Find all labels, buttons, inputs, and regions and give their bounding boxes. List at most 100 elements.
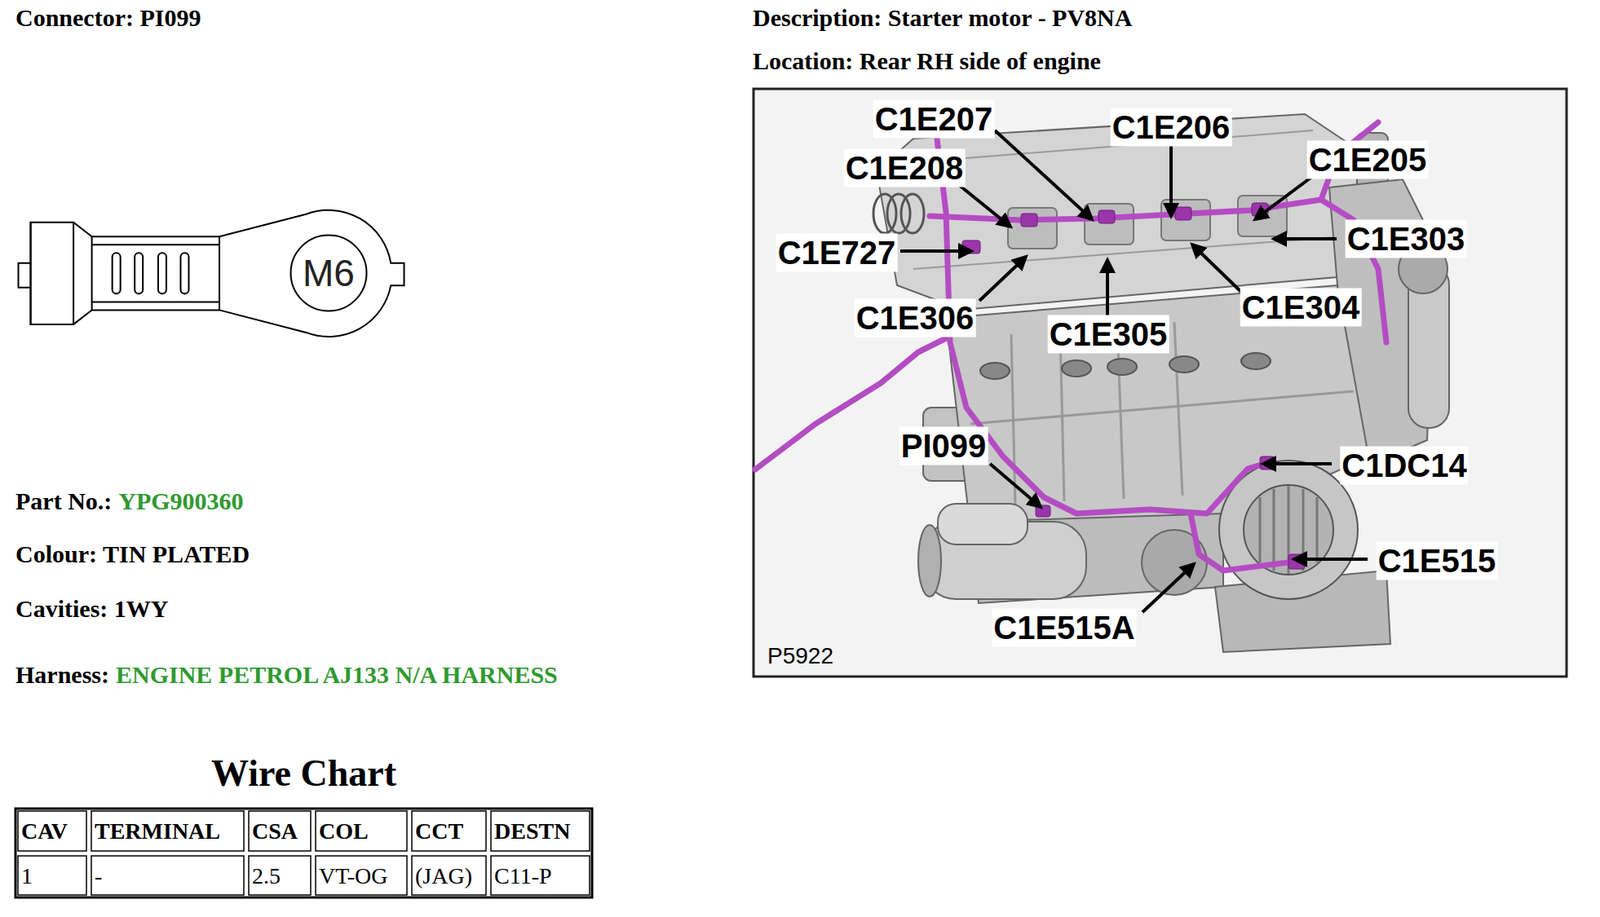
callout-label: PI099: [899, 427, 989, 466]
callout-label: C1E205: [1307, 141, 1429, 180]
callout-label: C1E207: [873, 100, 995, 139]
wire-table-grid: [17, 856, 87, 896]
figure-number: P5922: [765, 643, 836, 670]
wire-table-grid: [15, 808, 593, 898]
leader-arrow: [1255, 173, 1317, 220]
table-cell: VT-OG: [318, 863, 389, 890]
table-header-cell: COL: [318, 818, 369, 845]
cavities-text: Cavities: 1WY: [15, 595, 168, 624]
table-header-cell: TERMINAL: [94, 818, 221, 845]
ring-terminal: [134, 252, 143, 294]
callout-label: C1E515: [1376, 542, 1499, 581]
table-header-cell: DESTN: [494, 818, 571, 845]
engine-drawing: [887, 194, 911, 234]
ring-terminal: [158, 252, 167, 294]
table-heading: Wire Chart: [15, 751, 593, 796]
leader-arrow: [1192, 244, 1243, 294]
engine-drawing: [980, 353, 1271, 380]
harness-connector: [1098, 210, 1115, 224]
engine-drawing: [1161, 199, 1211, 241]
harness-connector: [962, 203, 1305, 570]
table-header-cell: CSA: [251, 818, 298, 845]
wire-table-grid: [17, 811, 87, 852]
callout-label: C1E208: [844, 149, 966, 188]
leader-arrow: [1142, 564, 1194, 613]
field-name: Part No.:: [15, 487, 112, 516]
harness-connector: [1020, 213, 1038, 227]
wiring-harness: [755, 112, 1387, 571]
engine-drawing: [1084, 203, 1134, 245]
engine-drawing: [970, 391, 1354, 425]
leader-arrow: [959, 185, 1011, 227]
connector-heading: Connector: PI099: [15, 4, 201, 32]
illustration-frame: [753, 88, 1567, 677]
engine-drawing: [1107, 358, 1137, 376]
table-cell: C11-P: [494, 863, 553, 890]
engine-drawing: [1241, 353, 1271, 370]
ring-terminal: [30, 222, 32, 325]
wire-table-grid: [15, 808, 593, 898]
ring-terminal: [72, 222, 75, 325]
table-cell: -: [94, 863, 102, 890]
ring-terminal: [112, 252, 121, 294]
wire-table-grid: [490, 856, 590, 896]
callout-label: C1E303: [1345, 220, 1468, 259]
callout-label: C1E304: [1240, 288, 1362, 328]
ring-terminal: [18, 263, 31, 288]
leader-arrow: [1273, 237, 1337, 241]
engine-drawing: [1174, 322, 1183, 496]
harness-connector: [1175, 207, 1192, 221]
leader-arrow: [990, 464, 1041, 508]
callout-label: C1E206: [1110, 108, 1233, 147]
harness-connector: [1035, 505, 1051, 518]
harness-connector: [1288, 554, 1305, 570]
stud-circle: M6: [289, 234, 368, 313]
engine-drawing: [1272, 489, 1276, 571]
engine-drawing: [1061, 360, 1092, 377]
callout-label: C1DC14: [1339, 446, 1468, 486]
leader-arrow: [1105, 260, 1110, 317]
engine-drawing: [937, 503, 1028, 545]
wire-table-grid: [315, 811, 407, 852]
leader-arrow: [1169, 145, 1173, 217]
engine-drawing: [980, 362, 1010, 380]
table-cell: (JAG): [415, 863, 473, 890]
ring-terminal: [180, 252, 189, 294]
table-cell: 1: [21, 863, 33, 890]
engine-drawing: [901, 194, 924, 234]
engine-drawing: [1007, 207, 1057, 249]
leader-arrow: [994, 130, 1092, 220]
wire-table-grid: [411, 811, 487, 852]
table-header-cell: CAV: [21, 818, 68, 845]
callout-label: C1E515A: [991, 609, 1136, 648]
leader-arrow: [1294, 557, 1368, 562]
callout-label: C1E727: [776, 234, 898, 273]
callout-label: C1E305: [1047, 315, 1170, 354]
harness-name: ENGINE PETROL AJ133 N/A HARNESS: [115, 661, 558, 690]
engine-drawing: [1316, 497, 1319, 563]
part-number: YPG900360: [118, 487, 244, 516]
wiring-harness: [1190, 513, 1289, 571]
engine-drawing: [873, 194, 897, 234]
wire-table-grid: [315, 856, 407, 896]
callout-label: C1E306: [854, 299, 977, 338]
leader-arrow: [979, 256, 1026, 301]
table-cell: 2.5: [251, 863, 281, 890]
wire-table-grid: [91, 811, 244, 852]
leader-arrow: [900, 249, 972, 253]
engine-drawing: [905, 130, 1346, 270]
ring-terminal: [18, 210, 405, 337]
ring-terminal: [30, 210, 405, 337]
table-header-cell: CCT: [415, 818, 464, 845]
leader-arrow: [900, 130, 1368, 613]
wire-table-grid: [248, 856, 311, 896]
description-text: Description: Starter motor - PV8NA: [752, 4, 1132, 32]
wire-table-grid: [248, 811, 311, 852]
stud-size: M6: [302, 254, 355, 292]
leader-arrow: [1263, 462, 1332, 466]
wire-table-grid: [490, 811, 590, 852]
engine-drawing: [1169, 356, 1199, 373]
engine-drawing: [1243, 485, 1334, 575]
wire-table-grid: [91, 856, 244, 896]
